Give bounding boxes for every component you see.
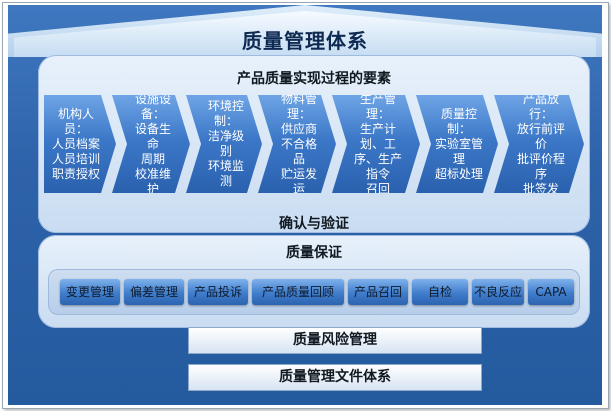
stage-quality-control: 质量控制： 实验室管理 超标处理	[416, 95, 498, 193]
realization-panel: 产品质量实现过程的要素 机构人员： 人员档案 人员培训 职责授权 设施设备： 设…	[38, 55, 590, 233]
assurance-bar: 变更管理 偏差管理 产品投诉 产品质量回顾 产品召回 自检 不良反应 CAPA	[48, 269, 580, 315]
qa-item-adverse-reaction: 不良反应	[472, 279, 524, 305]
assurance-heading: 质量保证	[286, 245, 342, 261]
realization-heading: 产品质量实现过程的要素	[237, 71, 391, 87]
stage-environment: 环境控制： 洁净级别 环境监测	[186, 95, 262, 193]
qa-item-review: 产品质量回顾	[252, 279, 344, 305]
main-title: 质量管理体系	[242, 29, 368, 53]
qa-item-self-inspection: 自检	[412, 279, 468, 305]
qa-item-complaint: 产品投诉	[188, 279, 248, 305]
assurance-panel: 质量保证 变更管理 偏差管理 产品投诉 产品质量回顾 产品召回 自检 不良反应 …	[38, 235, 590, 328]
qa-item-change: 变更管理	[60, 279, 120, 305]
qa-item-capa: CAPA	[528, 279, 574, 305]
stage-materials: 物料管理： 供应商 不合格品 贮运发运	[258, 95, 336, 193]
documentation-system-bar: 质量管理文件体系	[188, 364, 482, 391]
stage-production: 生产管理： 生产计划、工 序、生产指令 召回	[332, 95, 420, 193]
confirmation-validation: 确认与验证	[279, 216, 349, 232]
qa-item-deviation: 偏差管理	[124, 279, 184, 305]
stage-equipment: 设施设备： 设备生命 周期 校准维护	[112, 95, 190, 193]
stage-personnel: 机构人员： 人员档案 人员培训 职责授权	[44, 95, 116, 193]
risk-management-bar: 质量风险管理	[188, 327, 482, 354]
qa-item-recall: 产品召回	[348, 279, 408, 305]
quality-house: 质量管理体系 产品质量实现过程的要素 机构人员： 人员档案 人员培训 职责授权 …	[8, 5, 602, 405]
stage-release: 产品放行： 放行前评价 批评价程序 批签发	[494, 95, 584, 193]
